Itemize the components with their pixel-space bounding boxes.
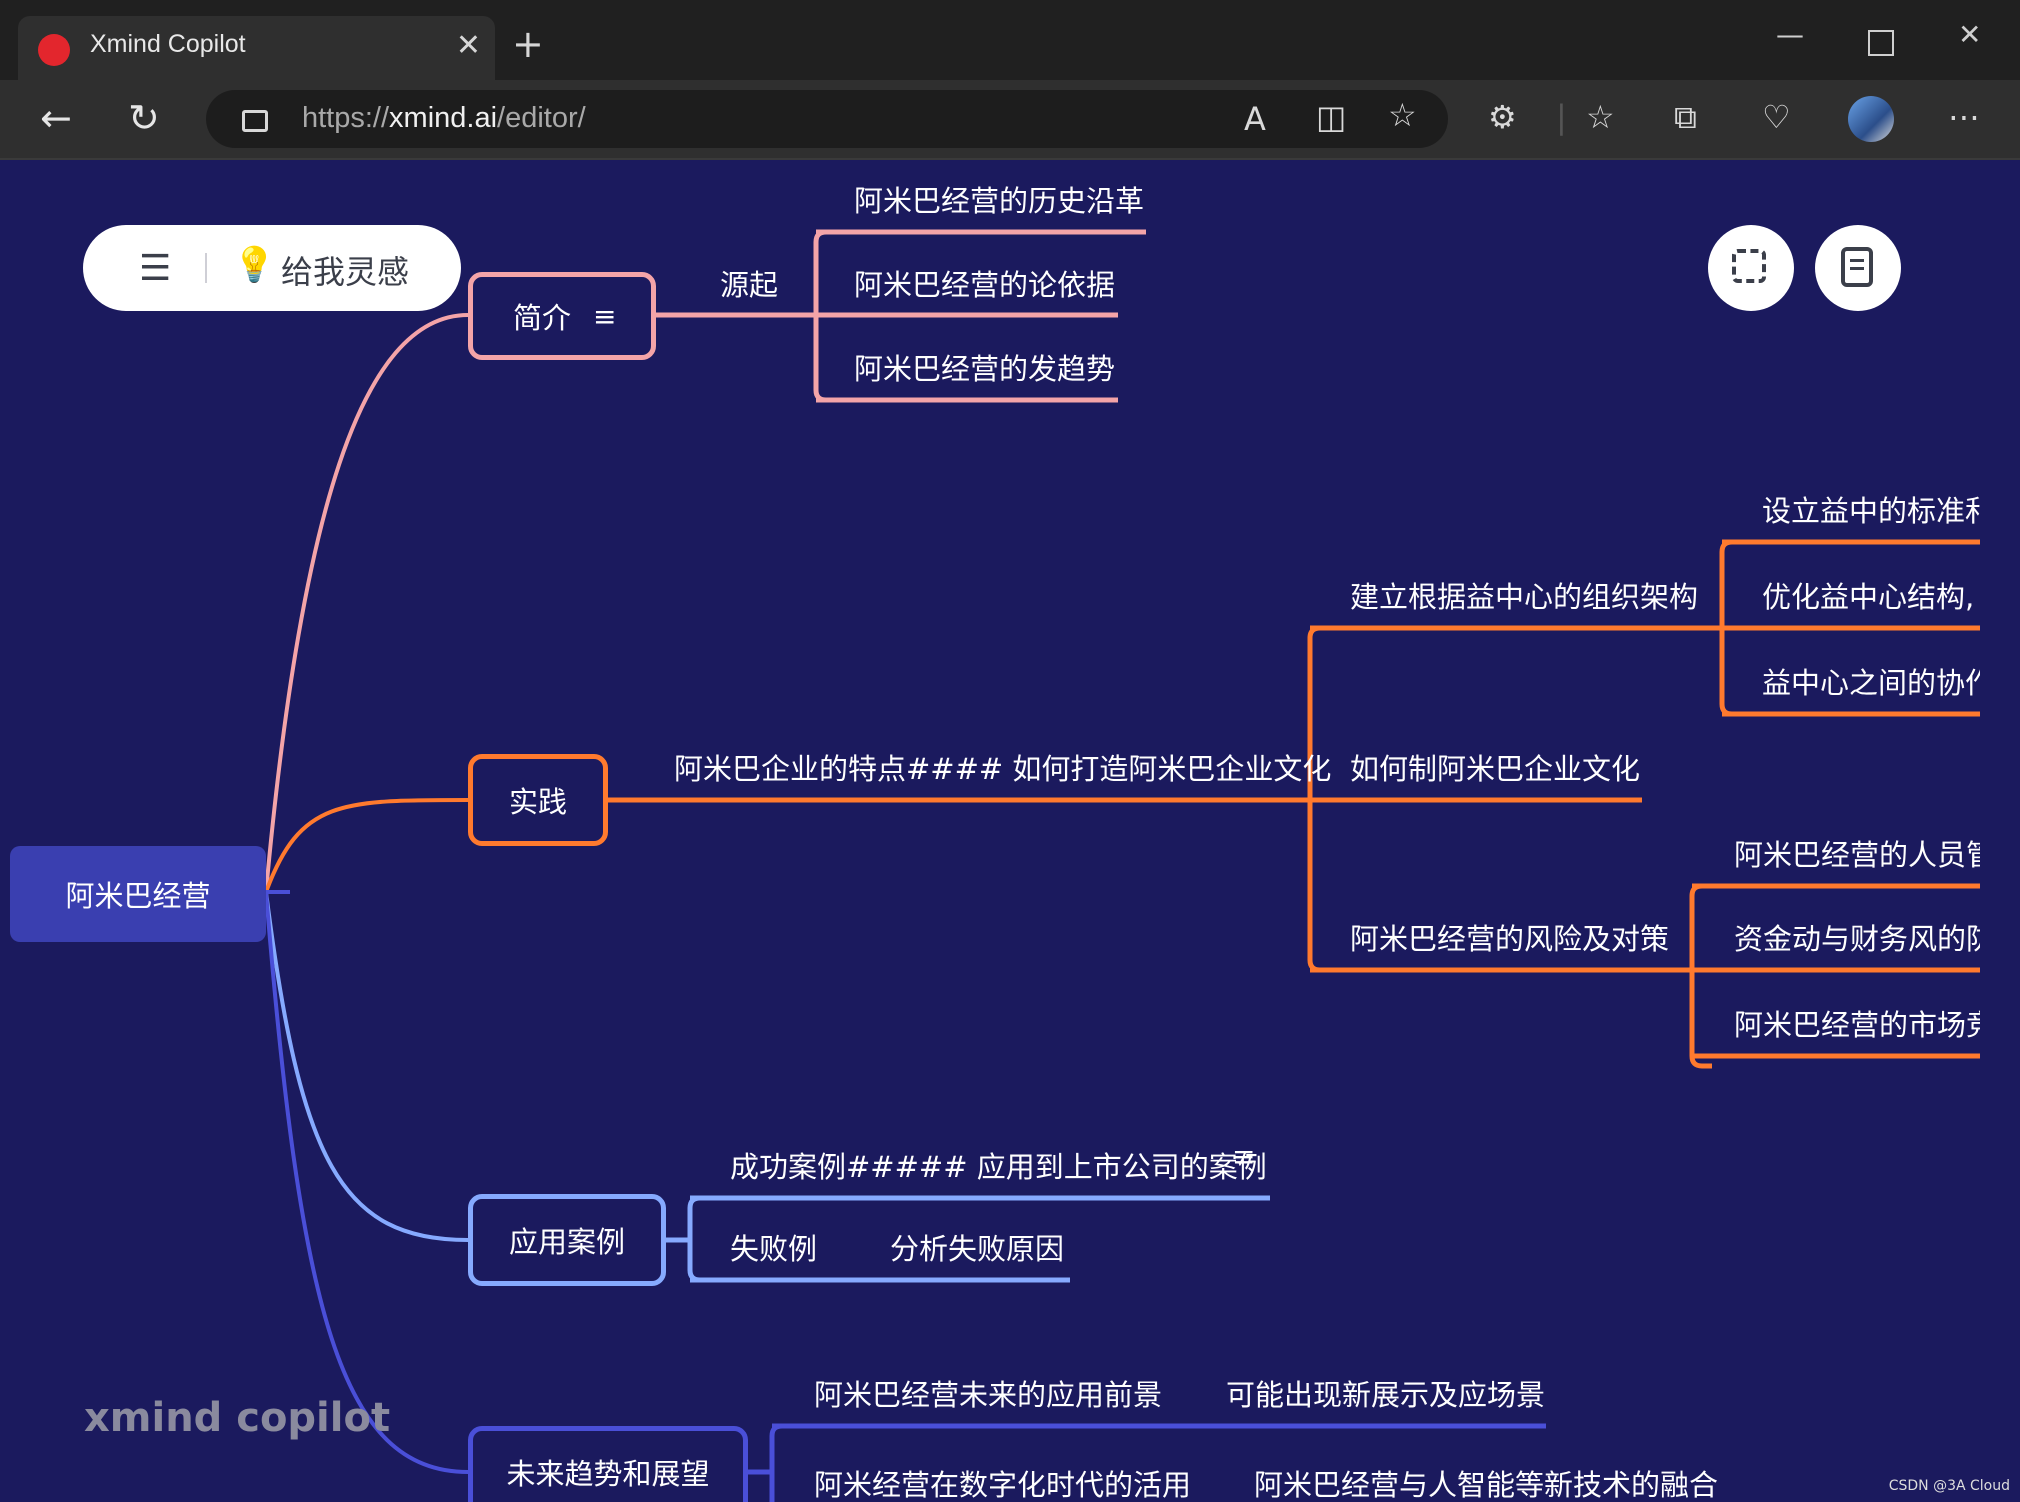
fit-view-button[interactable] (1708, 225, 1794, 311)
branch-cases-label: 应用案例 (509, 1219, 625, 1261)
collections-icon[interactable]: ⧉ (1674, 98, 1697, 137)
url-prefix: https:// (302, 102, 389, 134)
read-aloud-icon[interactable]: A (1244, 100, 1266, 138)
close-window-icon[interactable]: ✕ (1958, 18, 1981, 51)
new-tab-icon[interactable]: + (512, 22, 544, 66)
bracket-practice-3 (1692, 886, 1712, 1066)
note-lines-icon[interactable]: ≡ (593, 300, 616, 333)
health-icon[interactable]: ♡ (1762, 98, 1791, 136)
inspire-button[interactable]: 给我灵感 (281, 247, 409, 293)
cases-child-1[interactable]: 成功案例##### 应用到上市公司的案例 (730, 1144, 1267, 1186)
url-host: xmind.ai (389, 102, 497, 134)
outline-view-button[interactable] (1815, 225, 1901, 311)
practice-child-1-3[interactable]: 益中心之间的协作 (1762, 660, 1980, 702)
xmind-favicon-icon (38, 34, 70, 66)
refresh-icon[interactable]: ↻ (128, 96, 160, 140)
branch-practice-label: 实践 (509, 779, 567, 821)
connector-intro (266, 315, 468, 892)
connector-practice (266, 800, 468, 892)
favorites-icon[interactable]: ☆ (1586, 98, 1615, 136)
minimize-icon[interactable]: — (1776, 18, 1804, 51)
address-bar[interactable]: https://xmind.ai/editor/ A ◫ ☆ (206, 90, 1448, 148)
branch-cases-node[interactable]: 应用案例 (468, 1194, 666, 1286)
menu-hamburger-icon[interactable]: ☰ (139, 251, 171, 287)
practice-child-3-3[interactable]: 阿米巴经营的市场竞 (1734, 1002, 1980, 1044)
browser-toolbar: ← ↻ https://xmind.ai/editor/ A ◫ ☆ ⚙ | ☆… (0, 80, 2020, 160)
back-arrow-icon[interactable]: ← (40, 96, 72, 140)
dashed-frame-icon (1732, 249, 1766, 283)
profile-avatar[interactable] (1848, 96, 1894, 142)
practice-child-3-2[interactable]: 资金动与财务风的防 (1734, 916, 1980, 958)
document-line-2 (1850, 267, 1864, 270)
future-child-2-1[interactable]: 阿米巴经营与人智能等新技术的融合 (1254, 1462, 1718, 1502)
intro-sub-label[interactable]: 源起 (720, 262, 778, 304)
split-screen-icon[interactable]: ◫ (1316, 98, 1346, 136)
bracket-cases (690, 1198, 710, 1280)
add-favorite-icon[interactable]: ☆ (1388, 96, 1417, 134)
root-node[interactable]: 阿米巴经营 (10, 846, 266, 942)
future-child-2[interactable]: 阿米经营在数字化时代的活用 (814, 1462, 1191, 1502)
intro-child-3[interactable]: 阿米巴经营的发趋势 (854, 346, 1115, 388)
url-path: /editor/ (497, 102, 586, 134)
branch-intro-label: 简介 (513, 295, 571, 337)
practice-child-1[interactable]: 建立根据益中心的组织架构 (1350, 574, 1698, 616)
intro-child-1[interactable]: 阿米巴经营的历史沿革 (854, 178, 1144, 220)
intro-child-2[interactable]: 阿米巴经营的论依据 (854, 262, 1115, 304)
tab-title: Xmind Copilot (90, 30, 246, 59)
mindmap-canvas[interactable]: ☰ 💡 给我灵感 阿米巴经营 简介 ≡ 源起 阿米巴经营的历史沿革 阿米巴经营的… (0, 160, 2020, 1502)
document-line-1 (1850, 259, 1864, 262)
url-text: https://xmind.ai/editor/ (302, 102, 586, 135)
practice-child-1-2[interactable]: 优化益中心结构, (1762, 574, 1980, 616)
branch-intro-node[interactable]: 简介 ≡ (468, 272, 656, 360)
close-tab-icon[interactable]: ✕ (456, 28, 481, 63)
branch-future-label: 未来趋势和展望 (506, 1451, 709, 1493)
practice-child-2[interactable]: 如何制阿米巴企业文化 (1350, 746, 1640, 788)
toolbar-divider: | (1556, 98, 1567, 136)
branch-future-node[interactable]: 未来趋势和展望 (468, 1426, 748, 1502)
more-menu-icon[interactable]: ⋯ (1948, 98, 1980, 136)
xmind-copilot-watermark: xmind copilot (84, 1395, 390, 1441)
future-child-1[interactable]: 阿米巴经营未来的应用前景 (814, 1372, 1162, 1414)
browser-tab[interactable]: Xmind Copilot ✕ (18, 16, 495, 80)
bracket-future (772, 1426, 792, 1502)
lock-icon (242, 110, 268, 132)
practice-sub-label[interactable]: 阿米巴企业的特点#### 如何打造阿米巴企业文化 (674, 746, 1331, 788)
connector-future (266, 892, 468, 1472)
practice-child-3-1[interactable]: 阿米巴经营的人员管 (1734, 832, 1980, 874)
pill-divider (205, 253, 207, 283)
practice-child-3[interactable]: 阿米巴经营的风险及对策 (1350, 916, 1669, 958)
csdn-credit: CSDN @3A Cloud (1889, 1478, 2010, 1494)
branch-practice-node[interactable]: 实践 (468, 754, 608, 846)
editor-toolbar-pill: ☰ 💡 给我灵感 (83, 225, 461, 311)
root-node-label: 阿米巴经营 (65, 873, 210, 915)
cases-note-icon[interactable]: ≡ (1232, 1140, 1255, 1173)
future-child-1-1[interactable]: 可能出现新展示及应场景 (1226, 1372, 1545, 1414)
practice-child-1-1[interactable]: 设立益中的标准和 (1762, 488, 1980, 530)
cases-child-2-1[interactable]: 分析失败原因 (890, 1226, 1064, 1268)
extensions-icon[interactable]: ⚙ (1488, 98, 1517, 136)
maximize-icon[interactable] (1868, 30, 1894, 56)
cases-child-2[interactable]: 失败例 (730, 1226, 817, 1268)
lightbulb-icon[interactable]: 💡 (233, 245, 275, 285)
tab-bar: Xmind Copilot ✕ + — ✕ (0, 0, 2020, 80)
